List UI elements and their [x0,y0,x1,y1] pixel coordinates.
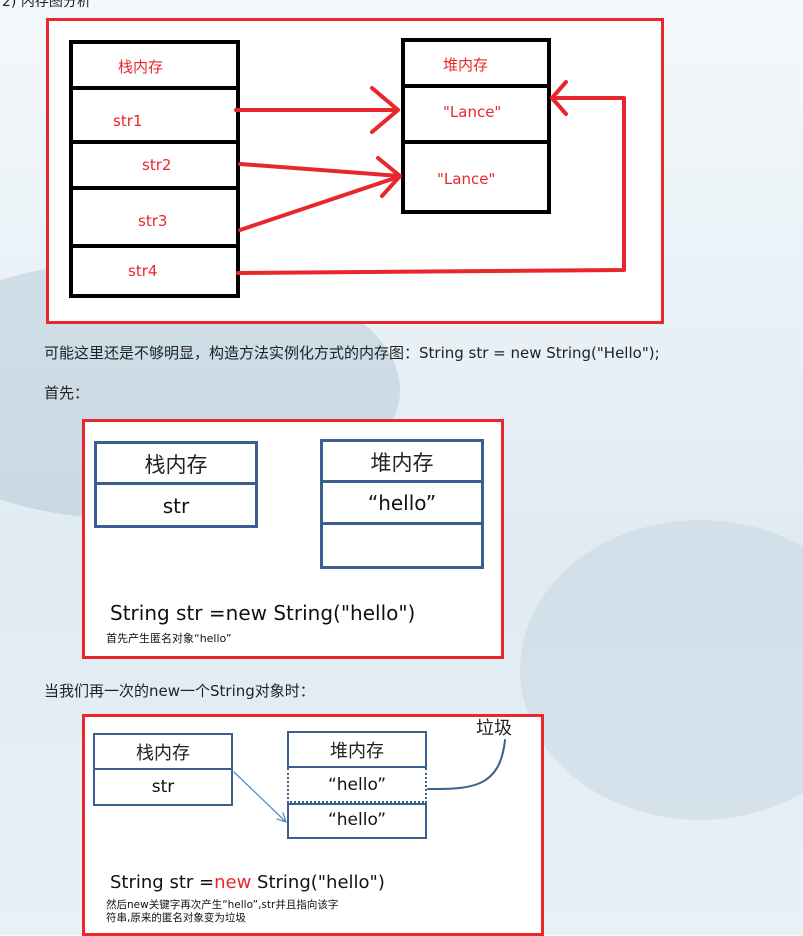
figure3-code: String str =new String("hello") [110,872,385,893]
arrow-str-to-new-hello [233,771,287,823]
code-prefix: String str = [110,872,215,893]
figure3-stack-header-label: 栈内存 [136,743,190,764]
figure2-code: String str =new String("hello") [110,601,416,625]
code-new-keyword: new [214,872,252,893]
figure1-stack-header-label: 栈内存 [118,58,164,76]
arrow-str2-to-lance [238,156,402,198]
figure1-stack-cell-label: str3 [138,212,168,230]
figure1-heap-cell [401,140,551,214]
garbage-pointer-curve [427,739,506,790]
figure1-stack-cell [69,140,240,190]
figure3-heap-cell-label: “hello” [327,810,387,830]
figure3-heap-cell-garbage [287,768,427,803]
figure3-heap-cell-label: “hello” [327,775,387,795]
figure1-stack-cell [69,186,240,248]
figure3-caption-line2: 符串,原来的匿名对象变为垃圾 [106,912,246,924]
figure3-caption-line1: 然后new关键字再次产生“hello”,str并且指向该字 [106,899,339,911]
figure1-heap-cell-label: "Lance" [443,103,502,121]
figure3-panel [82,714,544,936]
figure2-panel [82,419,504,659]
figure2-heap-header-label: 堆内存 [370,451,434,475]
paragraph-first: 首先： [44,384,90,402]
figure2-caption: 首先产生匿名对象“hello” [106,632,232,645]
figure3-stack-cell-label: str [151,777,175,797]
paragraph-explanation: 可能这里还是不够明显，构造方法实例化方式的内存图：String str = ne… [44,344,660,362]
arrow-str3-to-lance [238,175,400,232]
figure2-heap-cell [320,483,484,525]
figure3-garbage-label: 垃圾 [476,718,512,739]
figure2-stack-cell [94,485,258,528]
figure3-stack-header [93,733,233,770]
figure2-stack-header-label: 栈内存 [144,453,208,477]
figure1-heap-cell [401,84,551,144]
figure1-heap-header-label: 堆内存 [443,56,489,74]
figure3-stack-cell [93,770,233,806]
figure3-heap-header-label: 堆内存 [330,741,384,762]
paragraph-new-again: 当我们再一次的new一个String对象时： [44,682,315,700]
figure2-stack-header [94,441,258,485]
figure1-heap-cell-label: "Lance" [437,170,496,188]
figure1-stack-cell-label: str4 [128,262,158,280]
figure1-stack-cell-label: str1 [113,112,143,130]
figure1-stack-header [69,40,240,90]
figure1-heap-header [401,38,551,88]
figure2-heap-header [320,439,484,483]
figure1-stack-cell-label: str2 [142,156,172,174]
figure2-stack-cell-label: str [162,494,190,518]
figure2-heap-cell-empty [320,525,484,569]
arrow-str4-to-lance [236,80,626,275]
figure1-stack-cell [69,86,240,144]
arrow-str1-to-lance [234,86,400,134]
code-suffix: String("hello") [251,872,385,893]
section-heading-cut: 2) 内存图分析 [2,0,91,10]
figure2-heap-cell-label: “hello” [367,491,437,515]
figure3-heap-header [287,731,427,768]
figure3-heap-cell [287,803,427,839]
